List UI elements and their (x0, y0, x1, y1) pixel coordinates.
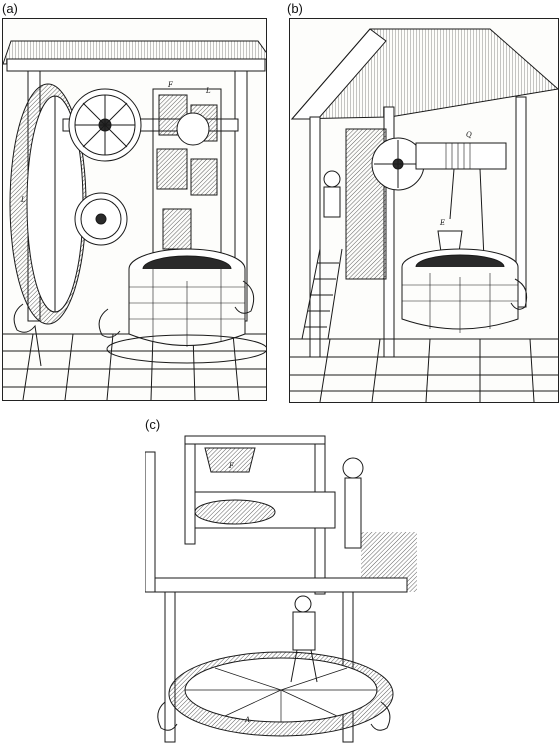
letter-a-3: L (20, 196, 26, 204)
worker-figure-c (294, 595, 312, 613)
engraving-panel-c: F A (145, 432, 417, 748)
engraving-panel-b: Q E (289, 18, 559, 403)
cross-beam (154, 577, 408, 593)
letter-b-1: Q (466, 131, 472, 139)
millstone (194, 499, 276, 525)
treadmill-windlass-well-illustration: Q E (290, 28, 558, 402)
panel-label-a: (a) (2, 1, 18, 16)
letter-a-2: L (205, 87, 211, 95)
windlass-drum (415, 142, 507, 170)
panel-label-b: (b) (287, 1, 303, 16)
finial-ball (342, 457, 364, 479)
worker-figure (323, 170, 341, 188)
water-wheel-bucket-chain-illustration: F L L (3, 40, 266, 400)
horizontal-treadwheel-mill-illustration: F A (145, 435, 417, 743)
letter-a-1: F (167, 81, 174, 89)
engraving-panel-a: F L L (2, 18, 267, 401)
hopper (204, 447, 256, 473)
floor-tiles-b (290, 338, 558, 402)
roof-beam (6, 58, 266, 72)
letter-b-2: E (439, 219, 445, 227)
panel-label-c: (c) (145, 417, 161, 432)
roof-shape (3, 40, 266, 65)
ladder (301, 248, 343, 340)
letter-c-1: F (228, 462, 235, 470)
letter-c-2: A (244, 716, 250, 724)
